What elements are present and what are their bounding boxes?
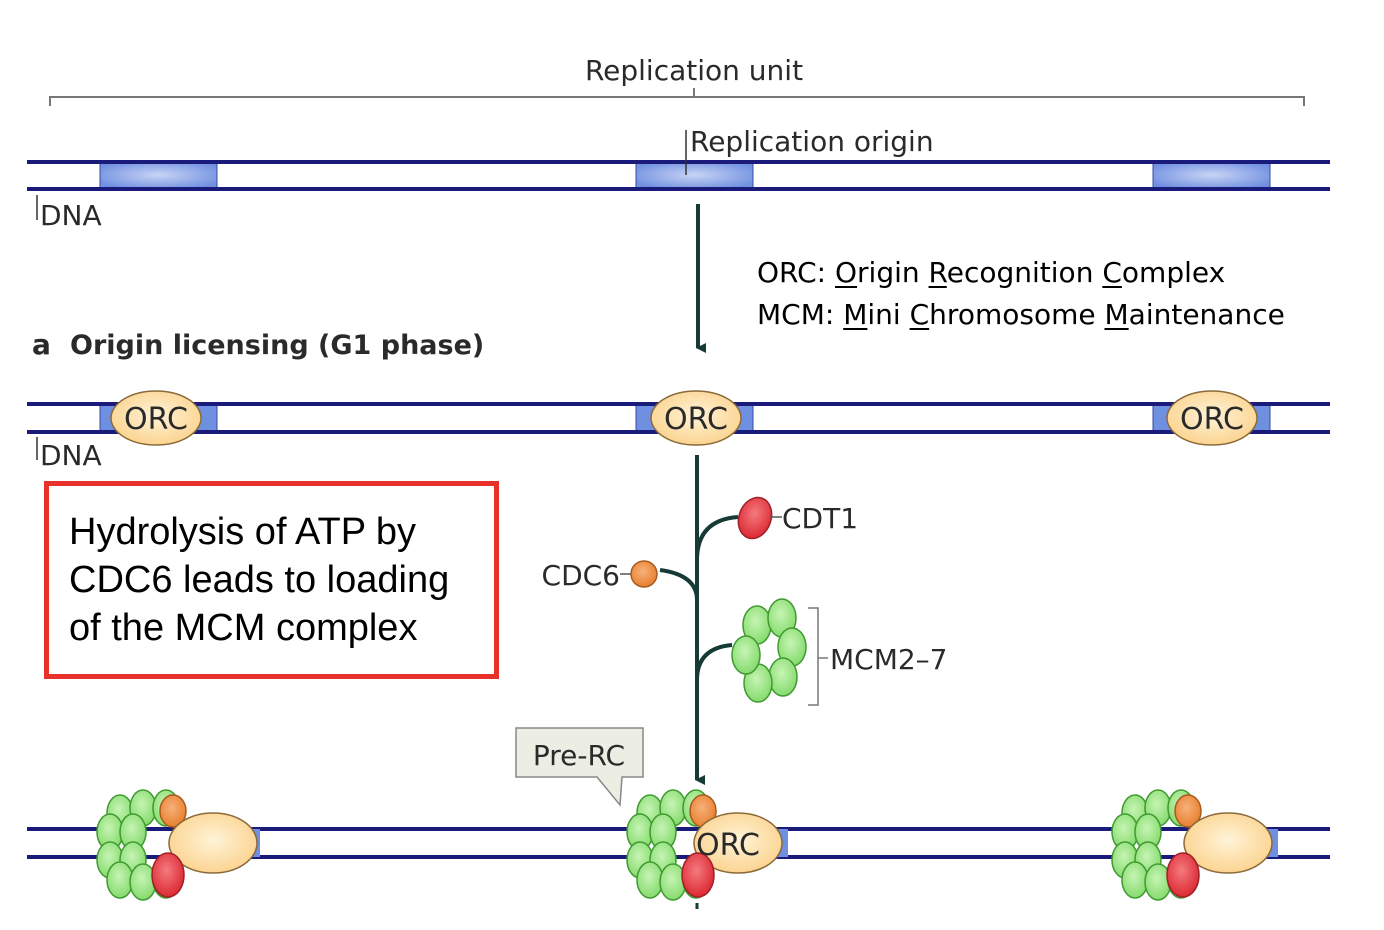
orc-complex xyxy=(168,812,258,874)
annotation-callout: Hydrolysis of ATP by CDC6 leads to loadi… xyxy=(44,481,499,679)
callout-text: Hydrolysis of ATP by CDC6 leads to loadi… xyxy=(69,508,449,652)
legend-mcm: MCM: Mini Chromosome Maintenance xyxy=(757,294,1285,336)
pre-rc-label: Pre-RC xyxy=(533,739,625,772)
legend-word: Recognition xyxy=(929,256,1094,289)
mcm-ring xyxy=(731,598,807,703)
dna-label: DNA xyxy=(40,439,102,472)
dna-label: DNA xyxy=(40,199,102,232)
legend-word: Mini xyxy=(843,298,900,331)
top-dna xyxy=(27,160,1330,191)
mcm-subunit xyxy=(1121,861,1149,899)
orc-complex xyxy=(650,390,742,446)
orc-label: ORC xyxy=(1180,402,1244,437)
legend-rest: omplex xyxy=(1121,256,1226,289)
orc-complex xyxy=(110,390,202,446)
pre-rc-complex xyxy=(96,789,258,901)
orc-complex xyxy=(693,812,783,874)
mcm-label: MCM2–7 xyxy=(830,643,948,676)
pre-rc-callout xyxy=(515,727,644,807)
orc-label: ORC xyxy=(664,402,728,437)
mcm-subunit xyxy=(106,861,134,899)
branch-cdc6 xyxy=(659,568,699,601)
legend-word: Maintenance xyxy=(1104,298,1284,331)
replication-unit-bracket xyxy=(49,88,1305,106)
legend-initial: M xyxy=(1104,298,1129,331)
legend-orc: ORC: Origin Recognition Complex xyxy=(757,252,1285,294)
loading-pathway xyxy=(659,455,739,785)
orc-label: ORC xyxy=(696,828,760,863)
cdt1-protein xyxy=(151,852,185,898)
legend-initial: O xyxy=(835,256,858,289)
callout-line: Hydrolysis of ATP by xyxy=(69,511,417,553)
legend-word: Origin xyxy=(835,256,920,289)
cdt1-protein xyxy=(1166,852,1200,898)
replication-origin-label: Replication origin xyxy=(690,125,934,158)
legend-initial: C xyxy=(1102,256,1122,289)
legend-word: Complex xyxy=(1102,256,1225,289)
pre-rc-complex xyxy=(1111,789,1273,901)
origin-block xyxy=(778,829,788,857)
cdc6-protein xyxy=(159,794,187,828)
cdt1-protein xyxy=(681,852,715,898)
origin-block xyxy=(1152,161,1271,189)
legend-rest: hromosome xyxy=(929,298,1096,331)
branch-mcm xyxy=(695,643,733,681)
abbreviation-legend: ORC: Origin Recognition Complex MCM: Min… xyxy=(757,252,1285,336)
origin-block xyxy=(635,161,754,189)
replication-unit-label: Replication unit xyxy=(585,54,803,87)
legend-rest: rigin xyxy=(857,256,920,289)
cdc6-label: CDC6 xyxy=(542,559,620,592)
middle-dna xyxy=(27,390,1330,446)
legend-abbr: MCM: xyxy=(757,298,835,331)
cdt1-label: CDT1 xyxy=(782,502,858,535)
orc-complex xyxy=(1183,812,1273,874)
panel-title: Origin licensing (G1 phase) xyxy=(70,330,484,361)
legend-rest: ini xyxy=(867,298,901,331)
legend-initial: M xyxy=(843,298,868,331)
legend-initial: R xyxy=(928,256,947,289)
legend-word: Chromosome xyxy=(910,298,1096,331)
cdt1-protein xyxy=(737,496,773,540)
callout-line: CDC6 leads to loading xyxy=(69,559,450,601)
orc-complex xyxy=(1166,390,1258,446)
branch-cdt1 xyxy=(695,515,739,561)
legend-rest: aintenance xyxy=(1128,298,1285,331)
legend-abbr: ORC: xyxy=(757,256,827,289)
mcm-subunit xyxy=(636,861,664,899)
orc-label: ORC xyxy=(124,402,188,437)
callout-line: of the MCM complex xyxy=(69,607,418,649)
legend-rest: ecognition xyxy=(946,256,1094,289)
cdc6-protein xyxy=(1174,794,1202,828)
origin-block xyxy=(1268,829,1278,857)
pre-rc-complex xyxy=(626,789,783,901)
legend-initial: C xyxy=(909,298,930,331)
mcm-bracket xyxy=(808,607,819,706)
origin-block xyxy=(99,161,218,189)
cdc6-protein xyxy=(630,560,658,588)
panel-letter: a xyxy=(32,328,51,361)
